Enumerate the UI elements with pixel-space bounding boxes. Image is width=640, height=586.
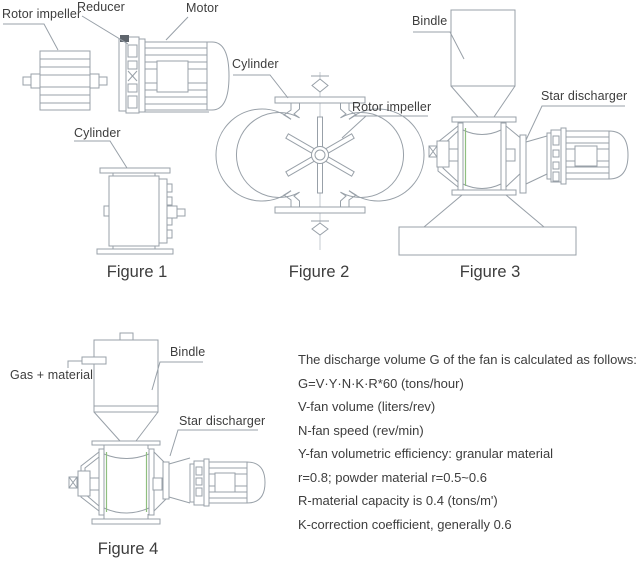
caption-figure-1: Figure 1 xyxy=(106,263,168,281)
info-line-y: Y-fan volumetric efficiency: granular ma… xyxy=(298,446,554,461)
info-line-formula: G=V·Y·N·K·R*60 (tons/hour) xyxy=(298,375,464,391)
label-reducer-fig1: Reducer xyxy=(77,0,125,14)
info-line-k: K-correction coefficient, generally 0.6 xyxy=(298,516,512,532)
label-rotor-impeller-fig2: Rotor impeller xyxy=(352,100,432,114)
info-line-r-efficiency: r=0.8; powder material r=0.5~0.6 xyxy=(298,469,487,485)
info-line-r-capacity: R-material capacity is 0.4 (tons/m') xyxy=(298,493,498,508)
label-bindle-fig4: Bindle xyxy=(170,345,206,359)
figure-2-drawing xyxy=(215,72,425,250)
info-line-v: V-fan volume (liters/rev) xyxy=(298,399,436,414)
caption-figure-4: Figure 4 xyxy=(97,540,159,558)
label-star-discharger-fig4: Star discharger xyxy=(179,414,266,428)
label-gas-material-fig4: Gas + material xyxy=(10,368,94,382)
discharge-formula-panel: The discharge volume G of the fan is cal… xyxy=(298,348,637,536)
figure-1-drawing xyxy=(22,35,230,255)
label-cylinder-fig1: Cylinder xyxy=(74,126,121,140)
label-motor-fig1: Motor xyxy=(186,1,219,15)
label-leader-lines xyxy=(3,15,625,457)
label-bindle-fig3: Bindle xyxy=(412,14,448,28)
label-cylinder-fig2: Cylinder xyxy=(232,57,279,71)
caption-figure-2: Figure 2 xyxy=(288,263,350,281)
label-star-discharger-fig3: Star discharger xyxy=(541,89,628,103)
caption-figure-3: Figure 3 xyxy=(459,263,521,281)
figure-4-drawing xyxy=(68,332,266,525)
figure-3-drawing xyxy=(398,9,629,256)
label-rotor-impeller-fig1: Rotor impeller xyxy=(2,7,82,21)
info-line-intro: The discharge volume G of the fan is cal… xyxy=(298,352,637,367)
info-line-n: N-fan speed (rev/min) xyxy=(298,422,424,438)
